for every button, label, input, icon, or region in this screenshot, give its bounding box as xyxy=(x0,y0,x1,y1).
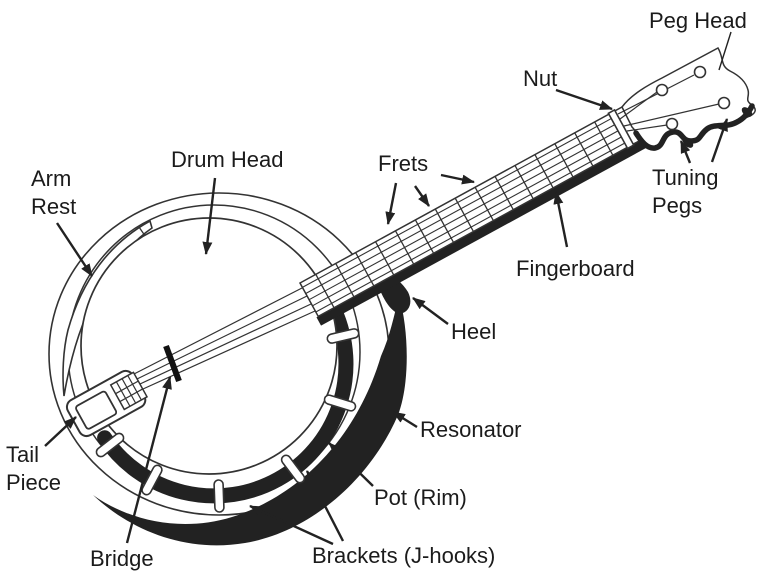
arrow-heel xyxy=(412,297,449,325)
bracket-3 xyxy=(213,479,225,513)
tail-piece-inner xyxy=(75,390,118,430)
label-bridge: Bridge xyxy=(90,546,154,571)
label-resonator: Resonator xyxy=(420,417,522,442)
arrow-frets-3 xyxy=(440,173,475,185)
pot-rim-band xyxy=(97,302,354,504)
label-tail-piece: Tail Piece xyxy=(6,442,62,495)
tail-piece-grid-lines xyxy=(115,375,143,407)
pot-body xyxy=(48,192,407,546)
bracket-6 xyxy=(326,328,360,344)
arrow-pot-rim xyxy=(328,442,374,487)
label-fingerboard: Fingerboard xyxy=(516,256,635,281)
arrow-resonator xyxy=(392,410,418,429)
neck-strings xyxy=(302,118,625,313)
pot-strings xyxy=(133,287,316,390)
neck xyxy=(298,105,651,326)
label-arm-rest: Arm Rest xyxy=(31,166,77,219)
arrow-frets-2 xyxy=(414,185,430,207)
nut-shape xyxy=(607,108,635,150)
resonator-crescent xyxy=(93,296,407,546)
arrow-bridge xyxy=(125,376,172,544)
neck-dark-edge xyxy=(316,136,651,326)
arrow-frets-1 xyxy=(385,182,398,225)
label-pot-rim: Pot (Rim) xyxy=(374,485,467,510)
arrow-brackets-1 xyxy=(249,504,334,546)
label-peg-head: Peg Head xyxy=(649,8,747,33)
arrow-tuning-peg-2 xyxy=(710,118,729,163)
tuning-peg-3 xyxy=(717,96,731,110)
arrow-fingerboard xyxy=(553,191,569,248)
label-brackets: Brackets (J-hooks) xyxy=(312,543,496,568)
leader-peg-head xyxy=(718,31,732,71)
bracket-5 xyxy=(323,394,357,412)
peg-head-shape xyxy=(621,47,756,148)
label-frets: Frets xyxy=(378,151,429,176)
tuning-peg-button-2 xyxy=(741,107,753,117)
arrow-tail-piece xyxy=(44,416,77,447)
tuning-peg-holes xyxy=(655,65,731,131)
bracket-j-hooks xyxy=(95,328,360,513)
head-strings xyxy=(617,74,720,132)
bracket-4 xyxy=(280,454,306,484)
arrow-arm-rest xyxy=(55,222,94,277)
arrow-nut xyxy=(555,88,613,111)
arrow-drum-head xyxy=(202,177,217,255)
tuning-peg-1 xyxy=(655,83,669,97)
label-nut: Nut xyxy=(523,66,558,91)
bracket-1 xyxy=(95,432,125,458)
peg-head-group xyxy=(617,47,756,151)
label-tuning-pegs: Tuning Pegs xyxy=(652,165,719,218)
label-arrows xyxy=(44,31,732,546)
label-drum-head: Drum Head xyxy=(171,147,284,172)
arrow-brackets-2 xyxy=(305,470,345,542)
tuning-peg-2 xyxy=(693,65,707,79)
tail-piece-group xyxy=(65,369,149,438)
arrow-tuning-peg-1 xyxy=(679,140,692,164)
drum-head-circle xyxy=(80,217,338,475)
tuning-peg-4 xyxy=(665,117,679,131)
label-heel: Heel xyxy=(451,319,497,344)
bridge-shape xyxy=(163,344,182,383)
bracket-2 xyxy=(141,464,163,496)
